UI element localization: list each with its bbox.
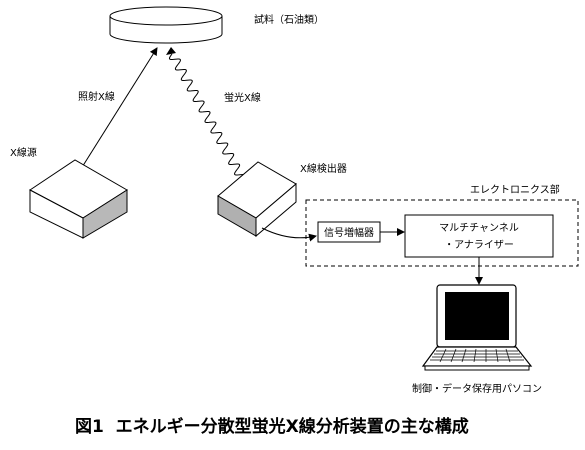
fluorescent-xray-wave [168, 53, 247, 181]
laptop-icon [421, 284, 533, 371]
sample-cylinder [109, 6, 223, 44]
xray-detector-label: X線検出器 [300, 162, 347, 175]
fluorescent-xray-arrowhead [166, 47, 176, 55]
fluorescent-xray-label: 蛍光X線 [224, 91, 261, 104]
mca-label-line1: マルチチャンネル [439, 222, 519, 234]
electronics-section-label: エレクトロニクス部 [470, 183, 560, 196]
xray-source-box [29, 159, 128, 239]
sample-label: 試料（石油類） [254, 13, 324, 26]
irradiation-xray-label: 照射X線 [78, 90, 115, 103]
control-pc-label: 制御・データ保存用パソコン [412, 382, 542, 395]
irradiation-xray-arrow [73, 47, 158, 181]
xray-source-label: X線源 [10, 146, 37, 159]
detector-to-amplifier-arrow [261, 227, 317, 242]
signal-amplifier-label: 信号増幅器 [324, 226, 374, 239]
xray-detector-box [217, 161, 297, 238]
mca-label-line2: ・アナライザー [444, 239, 514, 251]
mca-box [404, 214, 554, 258]
figure-caption: 図1 エネルギー分散型蛍光X線分析装置の主な構成 [75, 416, 469, 437]
electronics-section-border [305, 199, 579, 267]
